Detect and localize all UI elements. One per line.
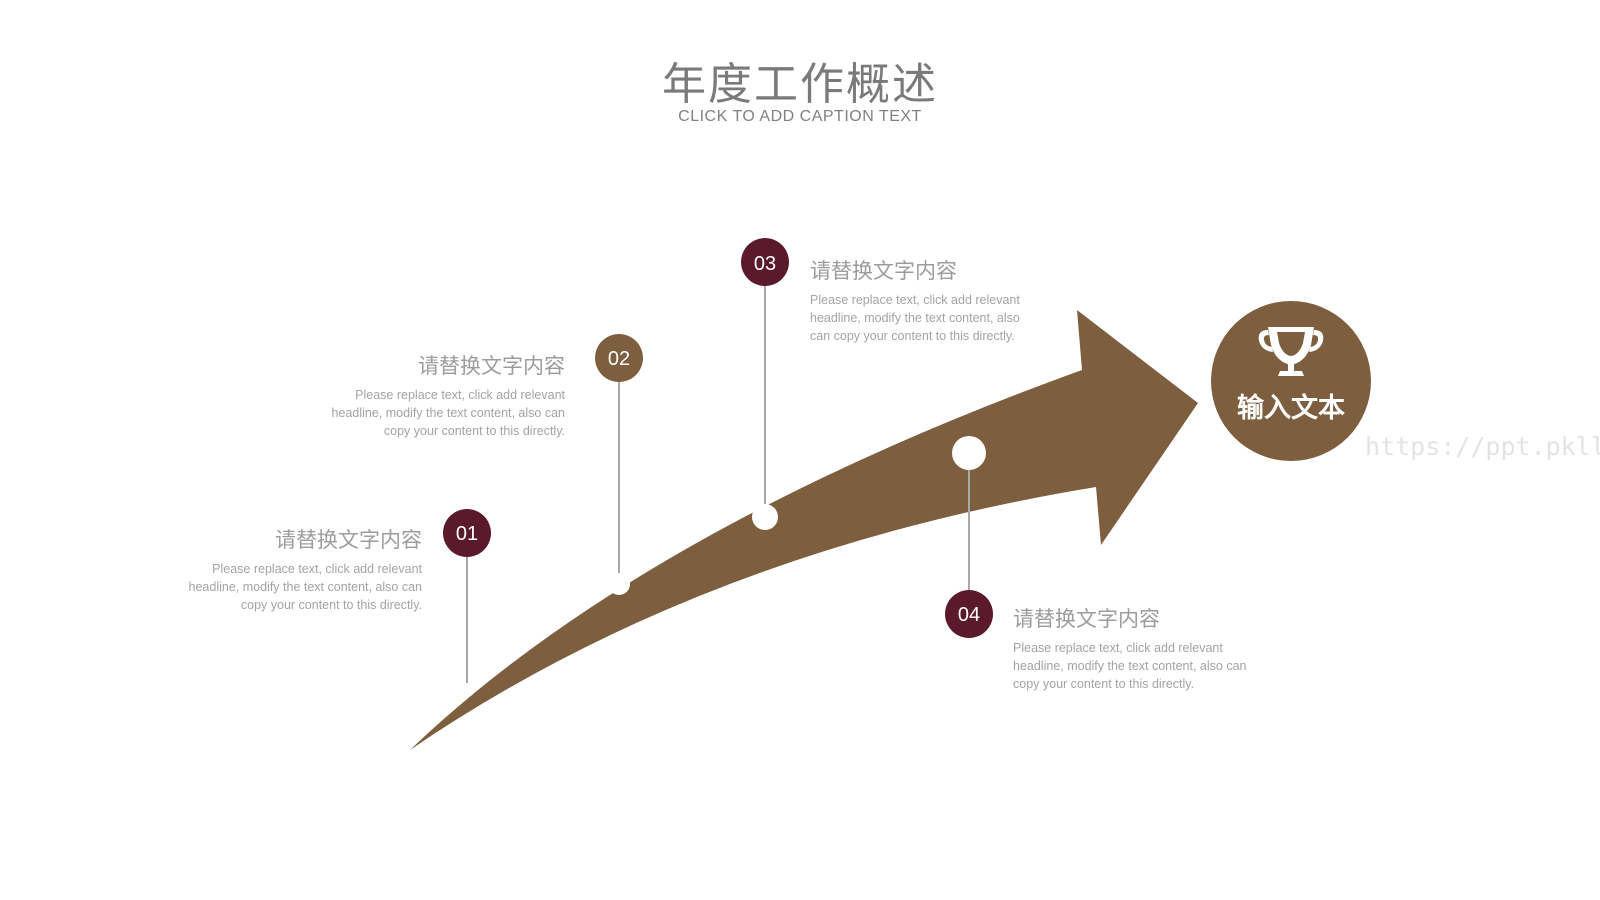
watermark-text: https://ppt.pkll.de xyxy=(1365,432,1600,461)
slide-title[interactable]: 年度工作概述 xyxy=(662,59,938,110)
step-badge-circle-01 xyxy=(443,509,491,557)
step-badge-circle-04 xyxy=(945,590,993,638)
growth-arrow xyxy=(410,310,1198,750)
step-heading-04[interactable]: 请替换文字内容 xyxy=(1013,607,1160,631)
goal-label[interactable]: 输入文本 xyxy=(1237,393,1345,424)
step-number-02: 02 xyxy=(608,348,630,370)
step-body-02[interactable]: Please replace text, click add relevant … xyxy=(331,388,565,438)
step-badge-03[interactable]: 03 xyxy=(741,238,789,286)
step-number-03: 03 xyxy=(754,253,776,275)
step-heading-02[interactable]: 请替换文字内容 xyxy=(418,354,565,378)
step-text-03: 请替换文字内容 Please replace text, click add r… xyxy=(810,255,1020,345)
step-heading-01[interactable]: 请替换文字内容 xyxy=(275,528,422,552)
step-number-04: 04 xyxy=(958,604,980,626)
arrow-dot-03 xyxy=(752,504,778,530)
step-heading-03[interactable]: 请替换文字内容 xyxy=(810,259,957,283)
step-number-01: 01 xyxy=(456,523,478,545)
arrow-dot-01 xyxy=(460,683,474,697)
step-text-02: 请替换文字内容 Please replace text, click add r… xyxy=(310,350,565,440)
trophy-cup-highlight xyxy=(1277,332,1305,356)
arrow-dot-04 xyxy=(952,436,986,470)
step-badge-circle-03 xyxy=(741,238,789,286)
goal-circle[interactable] xyxy=(1211,301,1371,461)
step-text-01: 请替换文字内容 Please replace text, click add r… xyxy=(160,524,422,614)
step-badge-circle-02 xyxy=(595,334,643,382)
slide-subtitle[interactable]: CLICK TO ADD CAPTION TEXT xyxy=(678,108,922,125)
step-badge-04[interactable]: 04 xyxy=(945,590,993,638)
step-body-04[interactable]: Please replace text, click add relevant … xyxy=(1013,641,1247,691)
step-badge-02[interactable]: 02 xyxy=(595,334,643,382)
arrow-dot-02 xyxy=(608,573,630,595)
step-text-04: 请替换文字内容 Please replace text, click add r… xyxy=(1013,603,1268,693)
step-body-01[interactable]: Please replace text, click add relevant … xyxy=(188,562,422,612)
step-body-03[interactable]: Please replace text, click add relevant … xyxy=(810,293,1020,343)
step-badge-01[interactable]: 01 xyxy=(443,509,491,557)
